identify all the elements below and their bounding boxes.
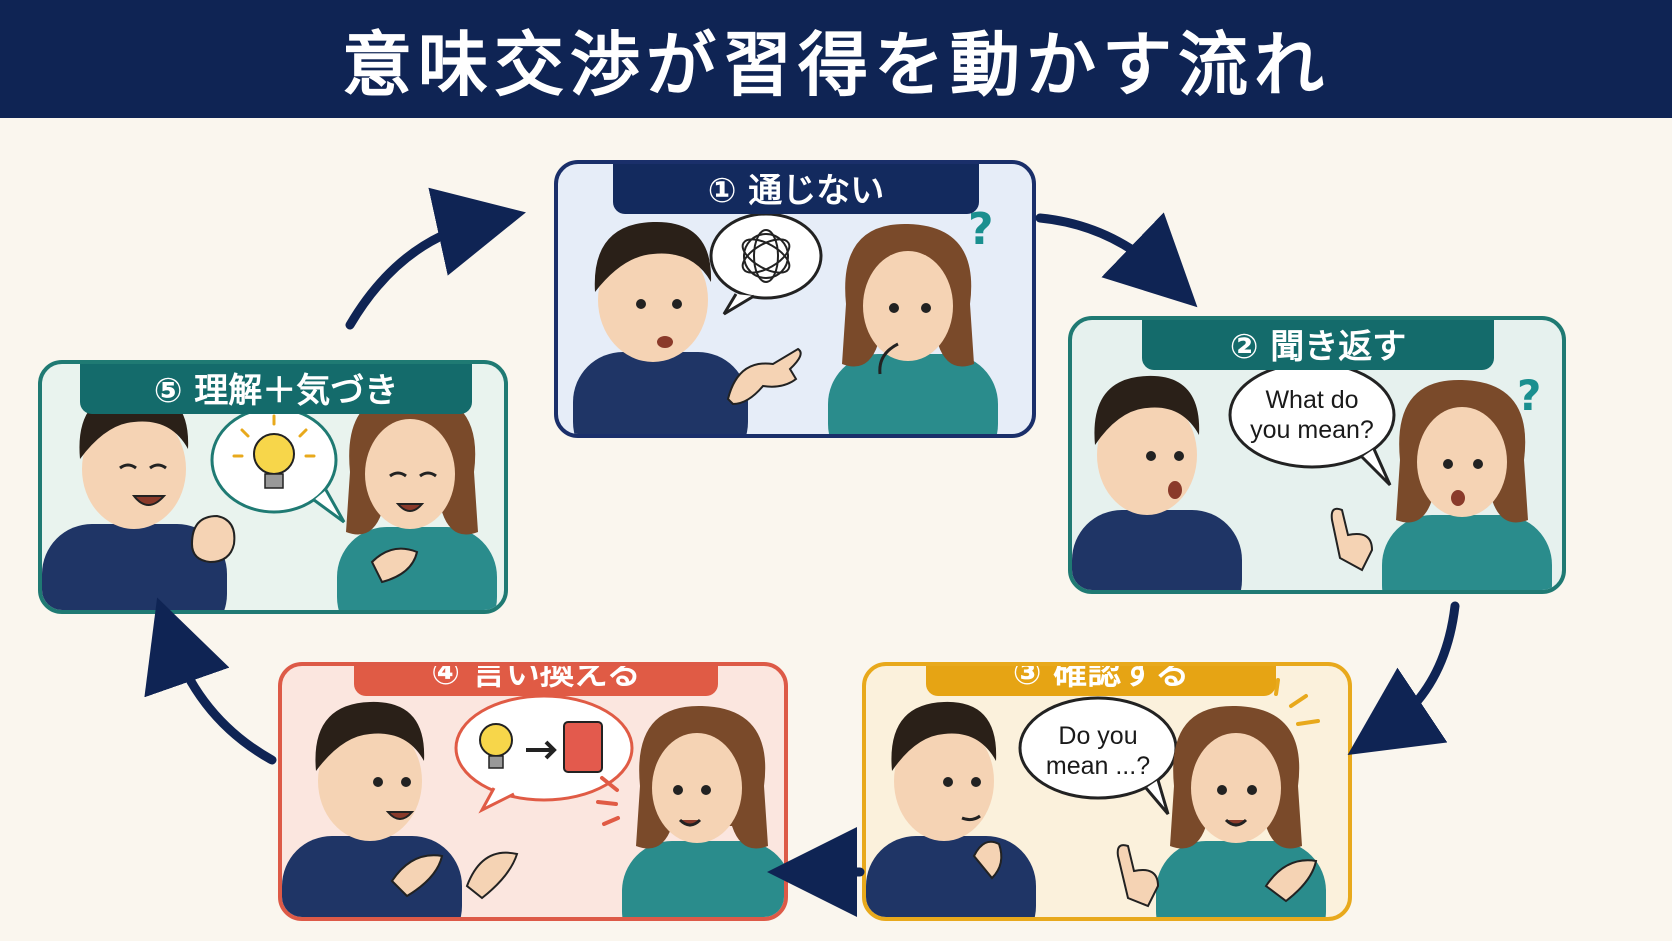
panel-step-1: ? ① 通じない [554, 160, 1036, 438]
panel-step-3: Do you mean ...? ③ 確認する [862, 662, 1352, 921]
curved-arrow-icon [144, 597, 277, 765]
pointing-hand [1330, 507, 1374, 572]
lightbulb-icon [210, 406, 346, 524]
step-3-illustration [866, 678, 1326, 917]
panel-step-4: ④ 言い換える [278, 662, 788, 921]
step-4-illustration [282, 694, 784, 917]
man-shirt [573, 352, 748, 434]
step-1-label: ① 通じない [613, 164, 979, 214]
curved-arrow-icon [345, 187, 526, 330]
man-figure [866, 701, 1036, 917]
step-2-illustration: ? [1072, 361, 1552, 590]
woman-face [863, 251, 953, 361]
man-hair [594, 221, 712, 292]
step-2-label: ② 聞き返す [1142, 320, 1494, 370]
page-title: 意味交渉が習得を動かす流れ [342, 23, 1330, 106]
step-4-label: ④ 言い換える [354, 666, 718, 696]
emphasis-lines [1274, 678, 1320, 726]
man-figure [573, 221, 748, 434]
hands [390, 851, 519, 900]
fist [190, 514, 236, 564]
emphasis-lines [596, 776, 620, 826]
curved-arrow-icon [1347, 601, 1460, 755]
tangled-thought-icon [709, 212, 823, 316]
speech-bubble [1228, 361, 1396, 487]
woman-figure [337, 391, 497, 610]
question-mark-icon: ? [1517, 371, 1541, 420]
woman-figure [828, 223, 998, 434]
what-do-you-mean-text: What do you mean? [1250, 386, 1374, 444]
step-3-label: ③ 確認する [926, 666, 1276, 696]
panel-step-5: ⑤ 理解＋気づき [38, 360, 508, 614]
header-bar: 意味交渉が習得を動かす流れ [0, 0, 1672, 118]
pointing-hand [1116, 844, 1318, 908]
man-figure [282, 701, 462, 917]
curved-arrow-icon [1035, 212, 1198, 308]
man-figure [1072, 375, 1242, 590]
woman-figure [622, 705, 784, 917]
man-hand [726, 347, 802, 406]
woman-shirt [828, 354, 998, 434]
woman-figure [1382, 379, 1552, 590]
do-you-mean-text: Do you mean ...? [1045, 722, 1151, 780]
step-1-illustration: ? [573, 204, 998, 434]
lightbulb-to-book-icon [454, 694, 634, 814]
panel-step-2: ? What do you mean? ② 聞き返す [1068, 316, 1566, 594]
step-5-label: ⑤ 理解＋気づき [80, 364, 472, 414]
man-face [598, 238, 708, 362]
